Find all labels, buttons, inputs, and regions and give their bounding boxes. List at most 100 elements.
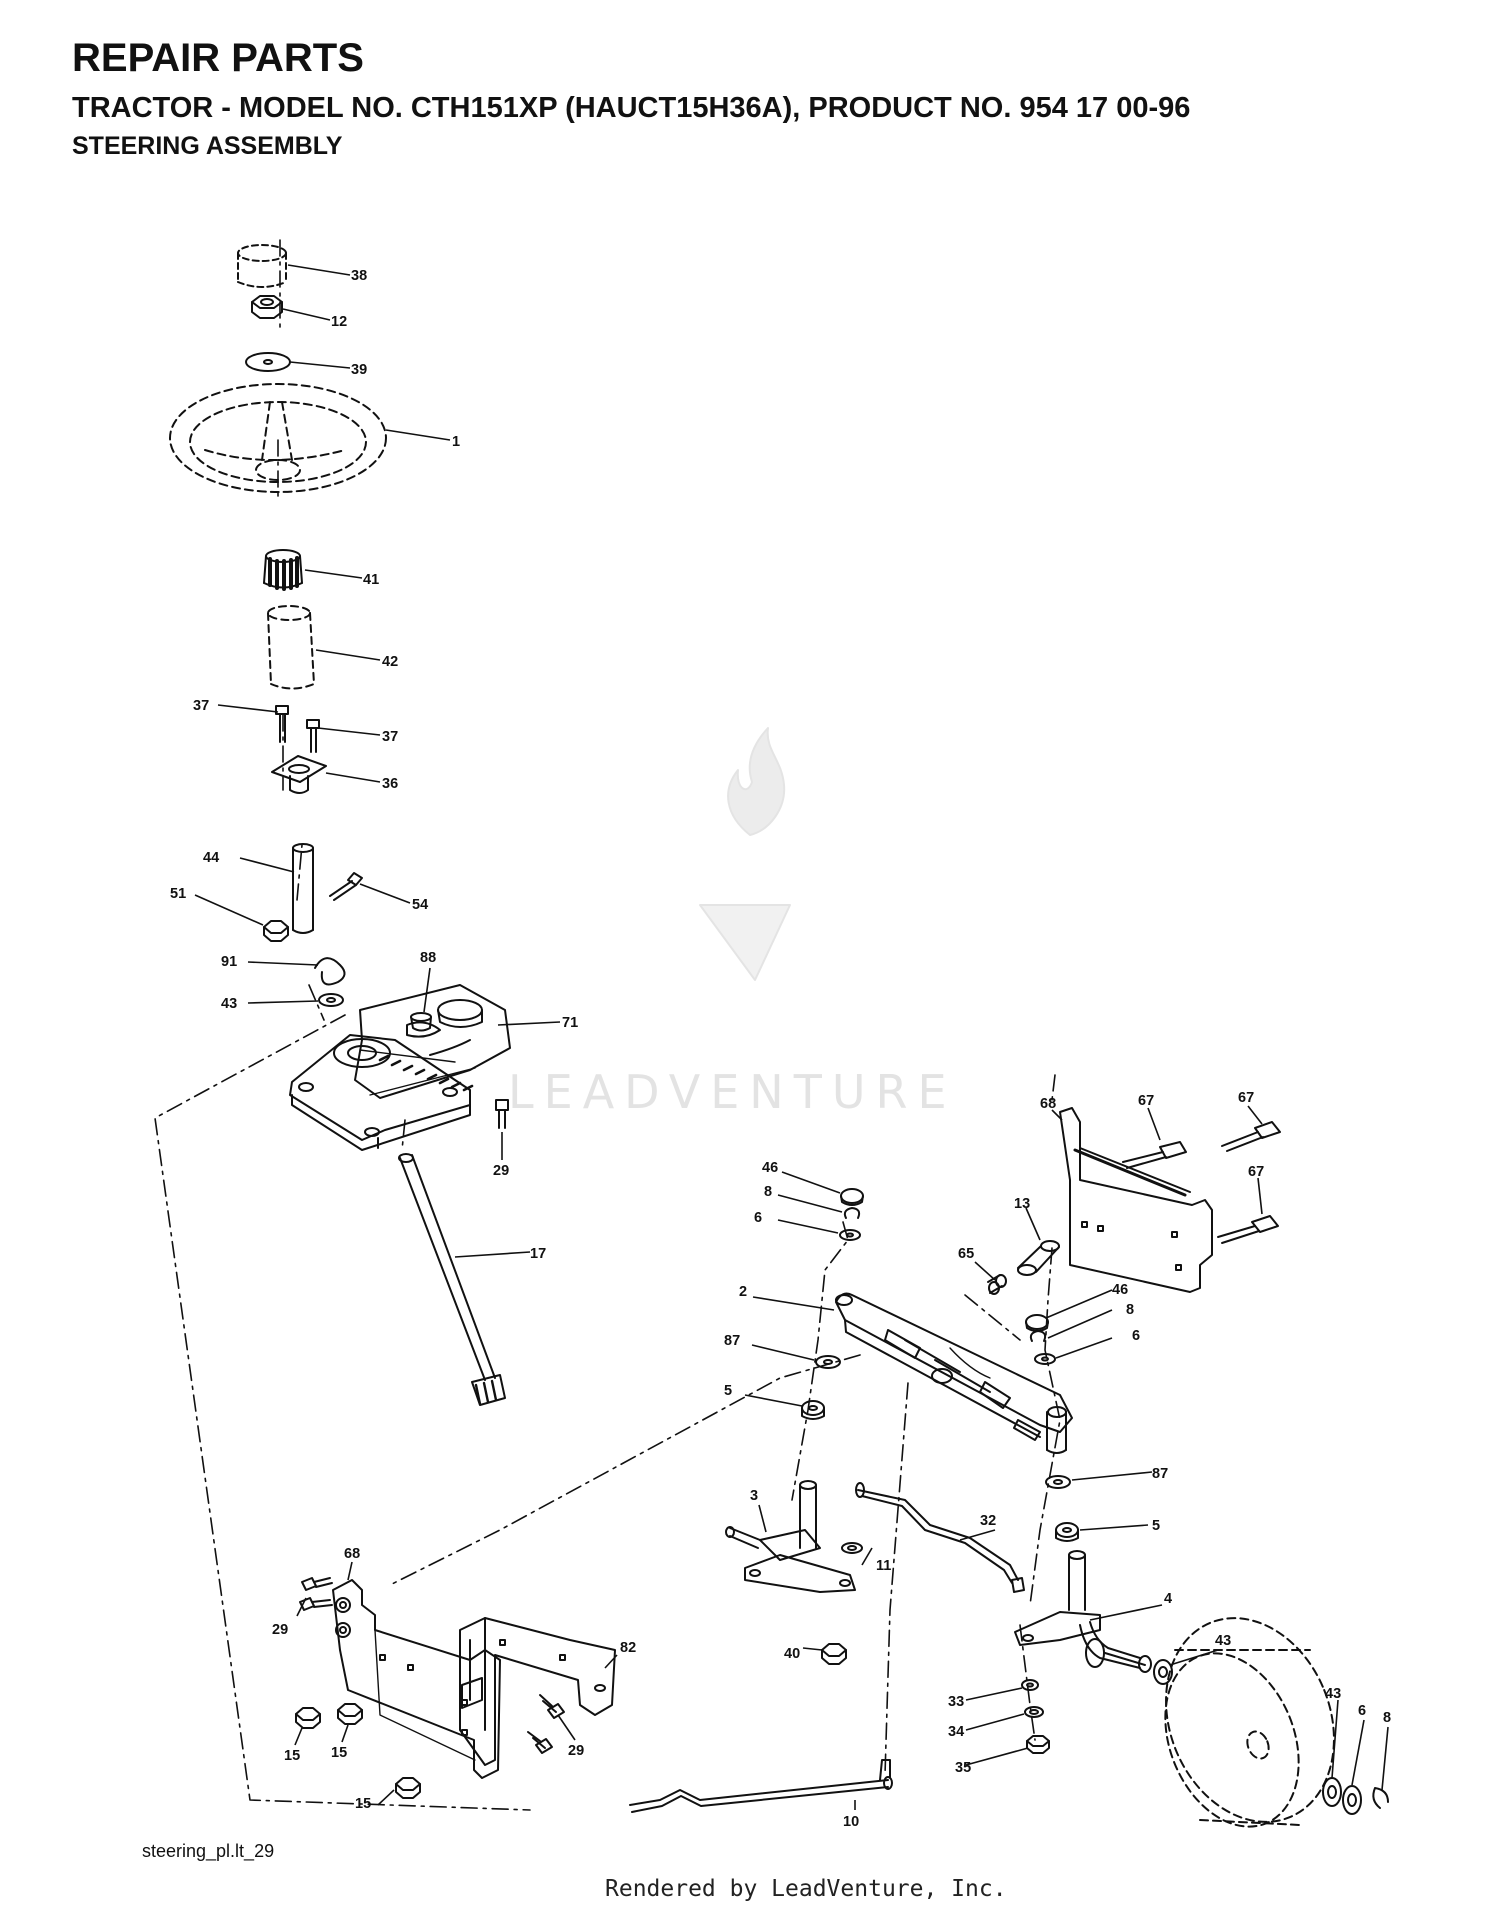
callout-43: 43: [1215, 1633, 1231, 1649]
callout-44: 44: [203, 850, 219, 866]
callout-67: 67: [1138, 1093, 1154, 1109]
axle-support-bracket: [1059, 1107, 1213, 1293]
callout-67: 67: [1248, 1164, 1264, 1180]
callout-10: 10: [843, 1814, 859, 1830]
bolt: [329, 872, 363, 901]
callout-8: 8: [1383, 1710, 1391, 1726]
hex-nut: [1026, 1735, 1050, 1754]
callout-65: 65: [958, 1246, 974, 1262]
bolt: [495, 1099, 509, 1129]
callout-numbers: 38 12 39 1 41 42 37 37 36 44 51 54 91 88…: [170, 268, 1391, 1830]
callout-12: 12: [331, 314, 347, 330]
callout-15: 15: [331, 1745, 347, 1761]
cap: [840, 1188, 1049, 1332]
front-wheel: [1164, 1617, 1335, 1828]
callout-46: 46: [762, 1160, 778, 1176]
callout-39: 39: [351, 362, 367, 378]
steering-bracket: [332, 1579, 501, 1779]
callout-43: 43: [1325, 1686, 1341, 1702]
callout-88: 88: [420, 950, 436, 966]
shoulder-screw: [410, 1012, 432, 1032]
e-ring: [843, 1207, 1047, 1342]
left-spindle: [725, 1480, 856, 1593]
callout-32: 32: [980, 1513, 996, 1529]
callout-87: 87: [724, 1333, 740, 1349]
callout-41: 41: [363, 572, 379, 588]
lock-washer: [1024, 1706, 1044, 1718]
callout-1: 1: [452, 434, 460, 450]
callout-13: 13: [1014, 1196, 1030, 1212]
diagram-id: steering_pl.lt_29: [142, 1841, 275, 1861]
callout-2: 2: [739, 1284, 747, 1300]
callout-29: 29: [272, 1622, 288, 1638]
callout-leaders: [194, 264, 1389, 1810]
callout-82: 82: [620, 1640, 636, 1656]
callout-68: 68: [344, 1546, 360, 1562]
washer: [1153, 1659, 1342, 1807]
washer: [839, 1229, 1056, 1365]
callout-54: 54: [412, 897, 428, 913]
spring-clip: [314, 957, 346, 986]
spacer: [1017, 1240, 1060, 1276]
callout-4: 4: [1164, 1591, 1172, 1607]
callout-51: 51: [170, 886, 186, 902]
e-ring: [1372, 1787, 1389, 1809]
callout-17: 17: [530, 1246, 546, 1262]
callout-43: 43: [221, 996, 237, 1012]
steering-pinion-shaft: [398, 1153, 506, 1406]
callout-37: 37: [382, 729, 398, 745]
bolt: [1122, 1121, 1281, 1244]
callout-38: 38: [351, 268, 367, 284]
callout-40: 40: [784, 1646, 800, 1662]
washer: [841, 1542, 863, 1554]
tie-rod: [629, 1759, 893, 1813]
drag-link: [855, 1482, 1025, 1593]
callout-3: 3: [750, 1488, 758, 1504]
callout-46: 46: [1112, 1282, 1128, 1298]
callout-6: 6: [1132, 1328, 1140, 1344]
steering-cap: [237, 244, 287, 288]
hex-nut: [251, 295, 283, 319]
column-bushing: [271, 755, 327, 794]
steering-shaft: [292, 843, 314, 934]
callout-68: 68: [1040, 1096, 1056, 1112]
callout-8: 8: [764, 1184, 772, 1200]
callout-29: 29: [493, 1163, 509, 1179]
hex-nut: [295, 1703, 421, 1799]
callout-37: 37: [193, 698, 209, 714]
callout-33: 33: [948, 1694, 964, 1710]
callout-87: 87: [1152, 1466, 1168, 1482]
callout-29: 29: [568, 1743, 584, 1759]
rendered-by-credit: Rendered by LeadVenture, Inc.: [605, 1876, 1007, 1902]
callout-8: 8: [1126, 1302, 1134, 1318]
callout-6: 6: [1358, 1703, 1366, 1719]
bolt: [527, 1694, 565, 1754]
section-title: STEERING ASSEMBLY: [72, 132, 343, 160]
bushing: [801, 1400, 1079, 1542]
washer: [1021, 1679, 1039, 1691]
bolt: [299, 1577, 333, 1611]
right-spindle: [1014, 1550, 1152, 1673]
washer: [318, 993, 344, 1007]
callout-35: 35: [955, 1760, 971, 1776]
watermark-text: LEADVENTURE: [508, 1065, 957, 1119]
thrust-washer: [815, 1355, 1071, 1489]
steering-mount-plate: [289, 1034, 471, 1151]
callout-15: 15: [284, 1748, 300, 1764]
callout-71: 71: [562, 1015, 578, 1031]
callout-5: 5: [724, 1383, 732, 1399]
lock-nut: [263, 920, 289, 942]
washer: [245, 352, 291, 372]
steering-gear-housing: [354, 984, 511, 1099]
callout-42: 42: [382, 654, 398, 670]
front-axle: [835, 1292, 1073, 1454]
callout-36: 36: [382, 776, 398, 792]
assembly-reference-lines: [154, 239, 1061, 1811]
steering-adapter: [263, 549, 303, 591]
steering-column-sleeve: [267, 605, 315, 690]
pin: [987, 1274, 1007, 1295]
reinforcement-bracket: [459, 1617, 616, 1766]
callout-67: 67: [1238, 1090, 1254, 1106]
model-subtitle: TRACTOR - MODEL NO. CTH151XP (HAUCT15H36…: [72, 92, 1191, 124]
